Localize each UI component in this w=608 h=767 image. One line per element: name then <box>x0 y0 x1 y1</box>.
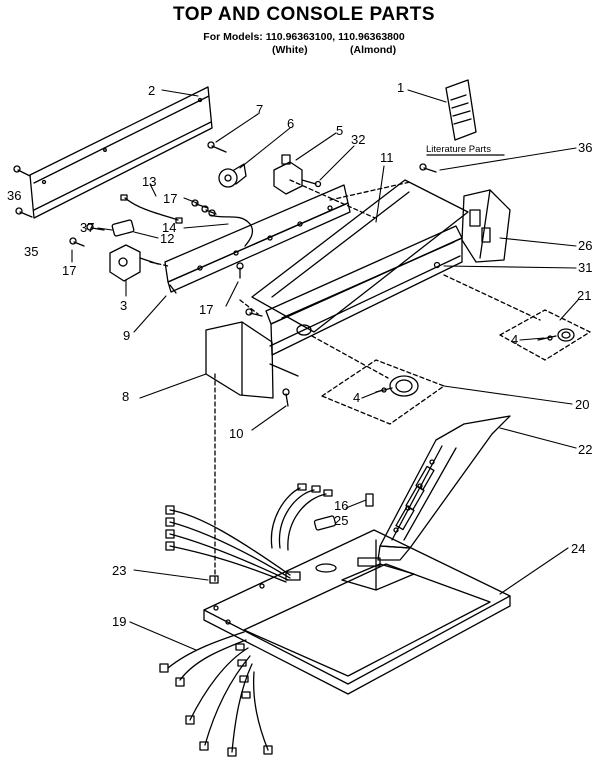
callout-4-right: 4 <box>511 332 518 347</box>
callout-23: 23 <box>112 563 126 578</box>
callout-22: 22 <box>578 442 592 457</box>
callout-6: 6 <box>287 116 294 131</box>
callout-13: 13 <box>142 174 156 189</box>
part-harness-19 <box>159 631 273 757</box>
part-literature <box>426 79 505 156</box>
part-knob-21 <box>499 309 591 361</box>
callout-17-top: 17 <box>163 191 177 206</box>
callout-5: 5 <box>336 123 343 138</box>
callout-12: 12 <box>160 231 174 246</box>
callout-14: 14 <box>162 220 176 235</box>
variant-almond: (Almond) <box>350 44 397 56</box>
callout-4-center: 4 <box>353 390 360 405</box>
callout-1: 1 <box>397 80 404 95</box>
callout-7: 7 <box>256 102 263 117</box>
callout-labels: 2 1 Literature Parts 7 6 5 32 11 36 13 1… <box>7 80 592 629</box>
callout-17-mid: 17 <box>199 302 213 317</box>
part-top-24 <box>203 529 511 695</box>
callout-2: 2 <box>148 83 155 98</box>
part-switch-5 <box>273 154 322 195</box>
callout-21: 21 <box>577 288 591 303</box>
part-switch-12 <box>86 219 135 237</box>
callout-36-right: 36 <box>578 140 592 155</box>
part-knob-20 <box>321 359 445 425</box>
callout-19: 19 <box>112 614 126 629</box>
part-screws-left <box>13 165 33 218</box>
callout-20: 20 <box>575 397 589 412</box>
callout-11: 11 <box>380 150 394 165</box>
callout-9: 9 <box>123 328 130 343</box>
part-screws-right <box>419 163 441 269</box>
callout-24: 24 <box>571 541 585 556</box>
callout-32: 32 <box>351 132 365 147</box>
part-screw-10 <box>282 388 290 407</box>
part-screws-17 <box>69 199 263 317</box>
callout-3: 3 <box>120 298 127 313</box>
leader-lines <box>71 89 579 651</box>
part-wire-13 <box>120 194 183 224</box>
part-screw-7 <box>207 141 227 153</box>
part-harness-upper <box>165 483 333 583</box>
variant-white: (White) <box>272 44 308 56</box>
part-selector-6 <box>218 163 247 188</box>
part-back-panel <box>29 86 213 219</box>
models-line: For Models: 110.96363100, 110.96363800 <box>203 31 405 43</box>
callout-8: 8 <box>122 389 129 404</box>
callout-36-left: 36 <box>7 188 21 203</box>
callout-35: 35 <box>24 244 38 259</box>
part-console-top <box>251 179 469 377</box>
part-end-cap-8 <box>205 321 274 583</box>
part-end-cap-26 <box>461 189 511 263</box>
callout-37: 37 <box>80 220 94 235</box>
part-timer-3 <box>109 244 159 282</box>
part-control-bracket <box>164 184 351 294</box>
callout-26: 26 <box>578 238 592 253</box>
callout-17-left: 17 <box>62 263 76 278</box>
literature-label: Literature Parts <box>426 144 491 155</box>
part-control-panel-22 <box>377 415 511 561</box>
page-title: TOP AND CONSOLE PARTS <box>172 4 436 25</box>
callout-10: 10 <box>229 426 243 441</box>
callout-31: 31 <box>578 260 592 275</box>
part-clip-23 <box>209 575 219 584</box>
callout-16: 16 <box>334 498 348 513</box>
callout-25: 25 <box>334 513 348 528</box>
guide-lines <box>149 179 541 379</box>
